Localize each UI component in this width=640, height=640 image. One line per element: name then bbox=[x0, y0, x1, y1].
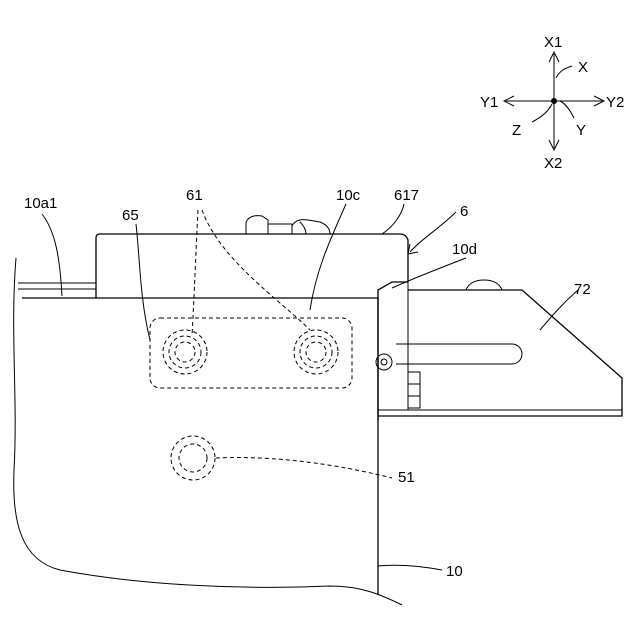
fastener-51 bbox=[171, 436, 392, 480]
axis-indicator: X1 X2 Y1 Y2 X Y Z bbox=[480, 34, 624, 172]
label-10d: 10d bbox=[452, 241, 477, 258]
slide-member-72 bbox=[376, 280, 622, 416]
label-65: 65 bbox=[122, 207, 139, 224]
reference-labels: 10a1 65 61 10c 617 6 10d 72 51 10 bbox=[24, 187, 591, 580]
axis-y2-label: Y2 bbox=[606, 94, 624, 111]
fastener-region-65 bbox=[150, 318, 352, 388]
label-617: 617 bbox=[394, 187, 419, 204]
label-10: 10 bbox=[446, 563, 463, 580]
label-51: 51 bbox=[398, 469, 415, 486]
axis-y-label: Y bbox=[576, 122, 586, 139]
axis-z-label: Z bbox=[512, 122, 521, 139]
label-10a1: 10a1 bbox=[24, 195, 57, 212]
plate-member-6 bbox=[96, 216, 408, 298]
rail-10a1 bbox=[18, 283, 96, 289]
label-6: 6 bbox=[460, 203, 468, 220]
leader-lines bbox=[42, 204, 578, 570]
label-72: 72 bbox=[574, 281, 591, 298]
label-61: 61 bbox=[186, 187, 203, 204]
main-body-10 bbox=[14, 258, 402, 605]
bracket-10d bbox=[378, 282, 408, 420]
axis-x-label: X bbox=[578, 59, 588, 76]
label-10c: 10c bbox=[336, 187, 361, 204]
axis-x2-label: X2 bbox=[544, 155, 562, 172]
axis-x1-label: X1 bbox=[544, 34, 562, 51]
axis-y1-label: Y1 bbox=[480, 94, 498, 111]
